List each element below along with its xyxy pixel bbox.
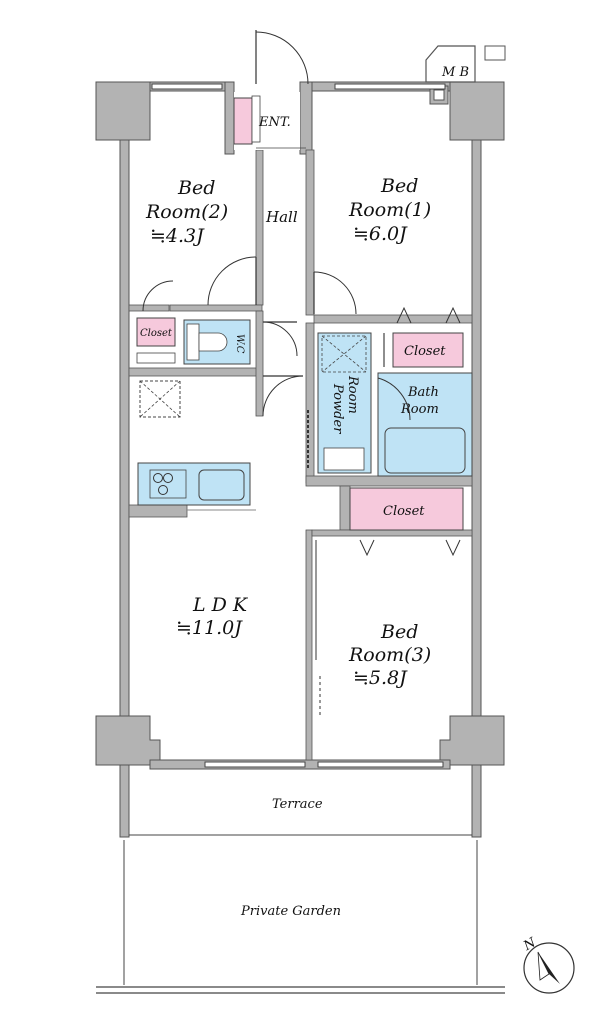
terrace: Terrace — [129, 797, 472, 836]
bed2-line2: Room(2) — [145, 201, 228, 223]
wc-label: W.C — [234, 334, 245, 354]
interior-walls — [128, 149, 473, 761]
ldk-area: ≒11.0J — [176, 617, 243, 639]
bed-room-3: Bed Room(3) ≒5.8J — [348, 621, 431, 689]
bath-line2: Room — [400, 402, 439, 417]
bed1-area: ≒6.0J — [353, 223, 408, 245]
bed3-line1: Bed — [380, 621, 418, 643]
private-garden: Private Garden — [96, 840, 505, 994]
compass-icon: N — [520, 935, 575, 994]
closet-bed1-label: Closet — [404, 344, 446, 359]
bed-room-2: Bed Room(2) ≒4.3J — [145, 177, 257, 306]
garden-label: Private Garden — [240, 904, 341, 919]
closet-small-label: Closet — [140, 328, 173, 339]
powder-line1: Powder — [330, 383, 345, 434]
bed2-area: ≒4.3J — [150, 225, 205, 247]
bed3-area: ≒5.8J — [353, 667, 408, 689]
kitchen — [137, 380, 256, 511]
closet-wc-row: Closet W.C — [136, 280, 304, 417]
bed-room-1: Bed Room(1) ≒6.0J — [313, 175, 461, 324]
bed3-line2: Room(3) — [348, 644, 431, 666]
ent-label: ENT. — [258, 115, 291, 130]
entrance-area: ENT. Hall — [233, 30, 309, 226]
ldk-line1: L D K — [192, 594, 249, 616]
closet-bed3: Closet — [349, 487, 464, 557]
ldk: L D K ≒11.0J — [176, 540, 321, 715]
bed1-line1: Bed — [380, 175, 418, 197]
terrace-label: Terrace — [272, 797, 323, 812]
bed2-line1: Bed — [177, 177, 215, 199]
hall-label: Hall — [265, 208, 298, 226]
closet-bed3-label: Closet — [383, 504, 425, 519]
bath-block: Powder Room Bath Room Closet — [307, 332, 473, 477]
bed1-line2: Room(1) — [348, 199, 431, 221]
mb-box: M B — [425, 45, 506, 105]
powder-line2: Room — [345, 375, 360, 414]
windows — [151, 83, 446, 768]
mb-label: M B — [441, 65, 469, 80]
bath-line1: Bath — [407, 385, 439, 400]
